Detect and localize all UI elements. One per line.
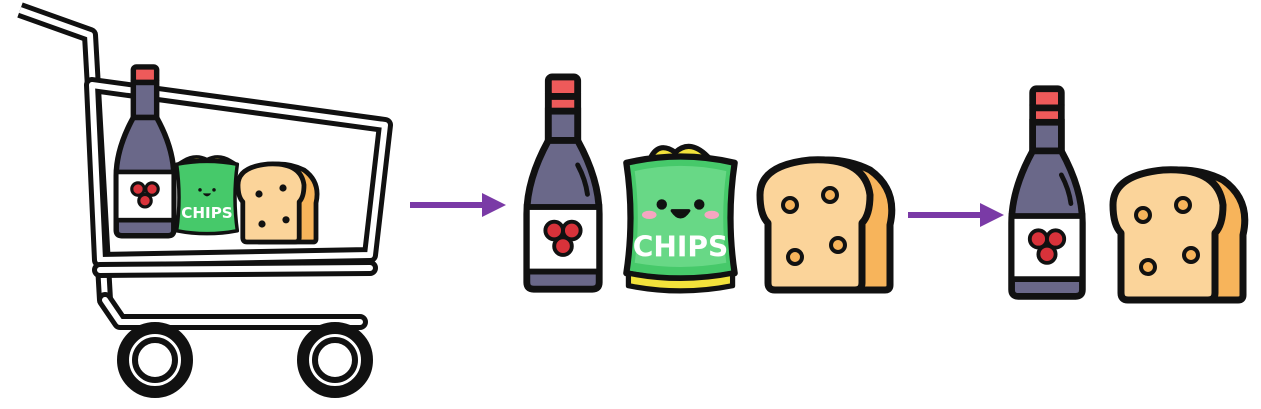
chips-bag-icon: CHIPS <box>618 138 743 298</box>
chips-label: CHIPS <box>633 231 728 264</box>
arrow-right-icon <box>408 190 508 220</box>
chips-bag-icon: CHIPS <box>172 150 242 245</box>
wine-bottle-icon <box>518 72 608 297</box>
bread-slice-icon <box>1103 155 1253 305</box>
bread-slice-icon <box>750 145 900 295</box>
wine-bottle-icon <box>110 55 180 250</box>
wine-bottle-icon <box>1003 84 1091 304</box>
arrow-right-icon <box>906 200 1006 230</box>
bread-slice-icon <box>232 155 322 245</box>
chips-label: CHIPS <box>181 204 232 222</box>
shopping-cart-icon <box>0 0 400 409</box>
